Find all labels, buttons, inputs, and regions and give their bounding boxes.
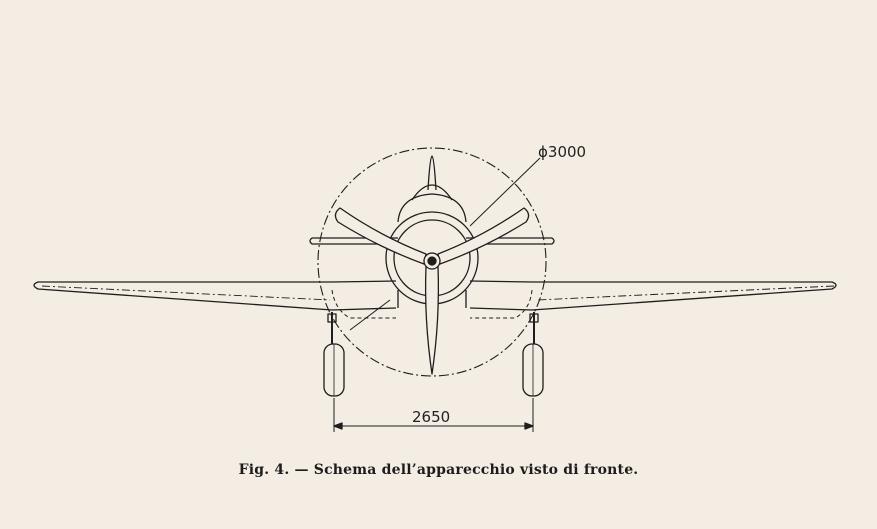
fuselage-lower-edges [397, 290, 467, 308]
vertical-fin [427, 155, 437, 191]
left-wing [33, 280, 397, 311]
propeller-blade-left [334, 207, 427, 265]
caption-text: — Schema dell’apparecchio visto di front… [294, 462, 639, 478]
wing-fillet-dashed [331, 289, 533, 319]
track-dimension-arrows [333, 422, 534, 430]
left-landing-gear [323, 312, 345, 397]
track-width-label: 2650 [412, 408, 450, 426]
propeller-diameter-label: ϕ3000 [538, 143, 586, 161]
right-landing-gear [522, 312, 544, 397]
diameter-leader-line [469, 157, 541, 227]
horizontal-tail [309, 237, 555, 245]
right-wing [469, 280, 837, 311]
diameter-leader-line-lower [349, 299, 391, 331]
figure-caption: Fig. 4. — Schema dell’apparecchio visto … [0, 462, 877, 478]
caption-label: Fig. 4. [238, 462, 290, 478]
propeller-blade-bottom [424, 265, 440, 375]
fuselage-outline [397, 193, 467, 223]
propeller-disc-circle [317, 147, 547, 377]
canopy [411, 184, 453, 201]
propeller-blade-right [437, 207, 530, 265]
wing-spar-line [41, 285, 835, 301]
spinner-hub [427, 256, 437, 266]
